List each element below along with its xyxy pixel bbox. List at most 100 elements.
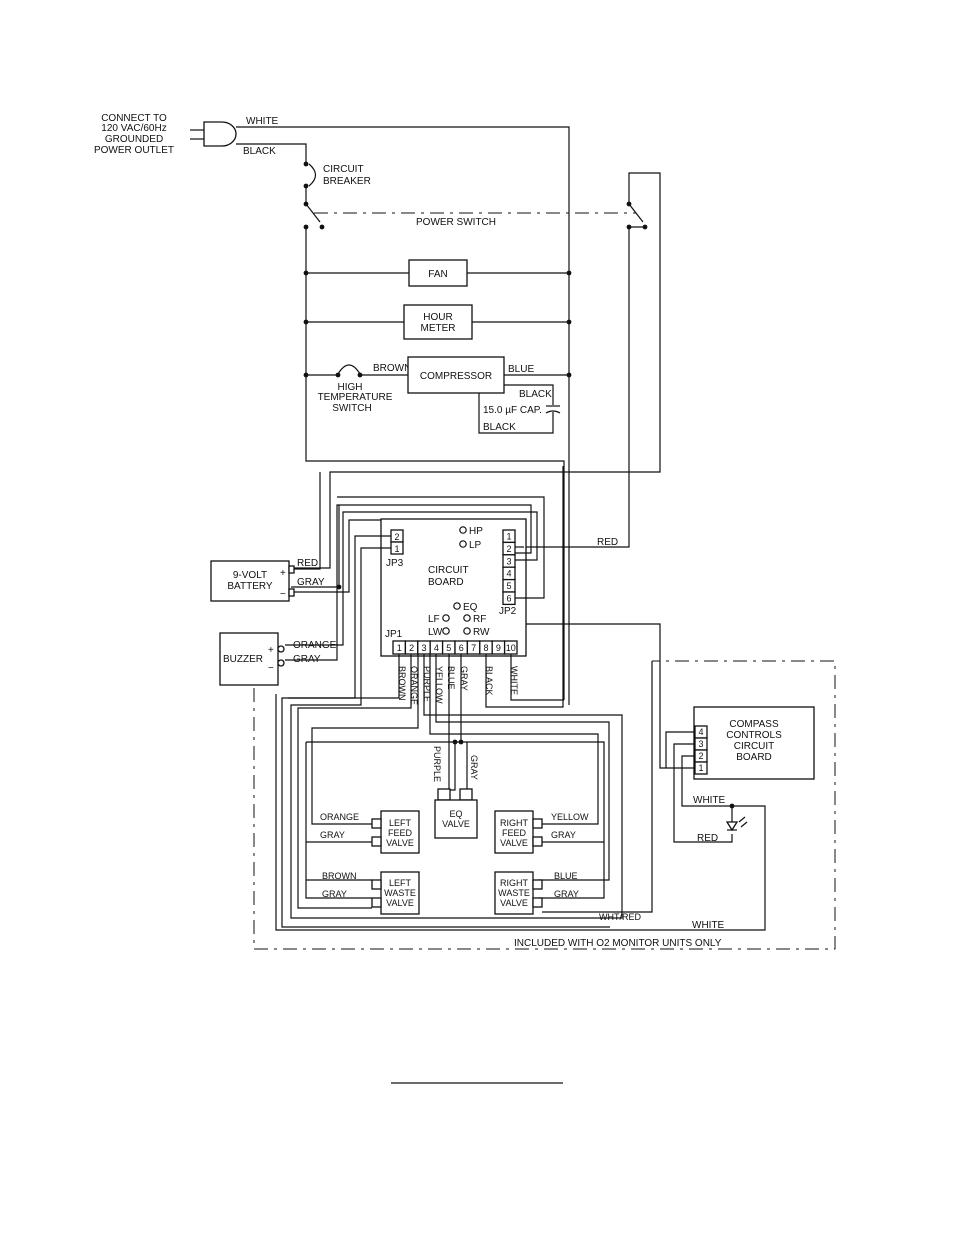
eq-gray-label: GRAY xyxy=(469,755,479,780)
right-feed-valve-label: RIGHT FEED VALVE xyxy=(500,818,529,848)
power-switch-left xyxy=(303,201,325,230)
svg-text:GRAY: GRAY xyxy=(459,666,469,691)
jp1-pin-label: 8 xyxy=(483,643,488,653)
right-waste-valve-label: RIGHT WASTE VALVE xyxy=(498,878,530,908)
high-temp-switch xyxy=(337,364,361,375)
white-main-wire xyxy=(236,126,570,705)
compass-board-label: COMPASS CONTROLS CIRCUIT BOARD xyxy=(726,719,782,763)
buzzer-orange-label: ORANGE xyxy=(293,640,337,651)
white-label: WHITE xyxy=(246,116,279,127)
jp2-pin-label: 1 xyxy=(506,532,511,542)
svg-text:2: 2 xyxy=(394,532,399,542)
svg-text:METER: METER xyxy=(421,323,456,334)
buzzer-gray-label: GRAY xyxy=(293,654,321,665)
o2-note-label: INCLUDED WITH O2 MONITOR UNITS ONLY xyxy=(514,938,722,949)
svg-text:LW: LW xyxy=(428,627,443,638)
buzzer-label: BUZZER xyxy=(223,654,263,665)
svg-text:VALVE: VALVE xyxy=(442,819,470,829)
jp1-pin-label: 10 xyxy=(506,643,516,653)
black-label: BLACK xyxy=(243,146,276,157)
svg-text:BOARD: BOARD xyxy=(428,577,464,588)
jp2-label: JP2 xyxy=(499,606,517,617)
battery-red-label: RED xyxy=(297,558,318,569)
white-bottom-label: WHITE xyxy=(692,920,725,931)
high-temp-label: HIGH TEMPERATURE SWITCH xyxy=(318,382,393,414)
buzzer-minus: − xyxy=(268,663,274,674)
jp3-wire-1 xyxy=(290,547,623,919)
jp1-pin-label: 7 xyxy=(471,643,476,653)
svg-text:RIGHT: RIGHT xyxy=(500,878,529,888)
svg-text:1: 1 xyxy=(394,544,399,554)
jp1-label: JP1 xyxy=(385,629,403,640)
power-plug-icon xyxy=(190,121,237,147)
svg-text:CIRCUIT: CIRCUIT xyxy=(734,741,775,752)
jp2-pin-label: 2 xyxy=(506,544,511,554)
capacitor-top-wire xyxy=(504,384,554,405)
svg-text:RW: RW xyxy=(473,627,490,638)
o2-option-boundary xyxy=(253,660,836,950)
svg-text:WASTE: WASTE xyxy=(498,888,530,898)
svg-text:POWER OUTLET: POWER OUTLET xyxy=(94,145,174,156)
hour-meter-box xyxy=(403,304,473,340)
jp1-pin-label: 1 xyxy=(397,643,402,653)
jp1-pin-label: 2 xyxy=(409,643,414,653)
right-waste-gray-label: GRAY xyxy=(554,889,579,899)
jp1-pin-label: 6 xyxy=(459,643,464,653)
svg-text:HP: HP xyxy=(469,526,483,537)
svg-text:CONTROLS: CONTROLS xyxy=(726,730,782,741)
compass-pins: 4 3 2 1 xyxy=(694,725,708,775)
svg-text:LF: LF xyxy=(428,614,440,625)
red-switch-label: RED xyxy=(597,537,618,548)
battery-label: 9-VOLT xyxy=(233,570,267,581)
compressor-label: COMPRESSOR xyxy=(420,371,492,382)
rw-to-compass-wire xyxy=(526,623,695,769)
hour-meter-label: HOUR xyxy=(423,312,452,323)
left-waste-valve-box xyxy=(380,871,420,915)
svg-text:120 VAC/60Hz: 120 VAC/60Hz xyxy=(101,123,166,134)
jp2-pin-label: 4 xyxy=(506,569,511,579)
svg-text:GROUNDED: GROUNDED xyxy=(105,134,163,145)
jp2-loop-wire-a xyxy=(285,504,532,661)
left-waste-gray-label: GRAY xyxy=(322,889,347,899)
brown-label: BROWN xyxy=(373,363,411,374)
circuit-board xyxy=(380,518,527,657)
compass-board-box xyxy=(693,706,815,780)
led-indicators: HP LP EQ LF RF LW RW xyxy=(428,526,490,638)
svg-text:BLUE: BLUE xyxy=(446,666,456,690)
svg-text:LEFT: LEFT xyxy=(389,878,412,888)
jp1-pin-label: 9 xyxy=(496,643,501,653)
svg-text:BATTERY: BATTERY xyxy=(227,581,273,592)
svg-text:VALVE: VALVE xyxy=(500,898,528,908)
eq-valve-label: EQ xyxy=(449,809,462,819)
jp2-pin-label: 5 xyxy=(506,581,511,591)
jp2-loop-wire-c xyxy=(285,511,538,646)
svg-text:1: 1 xyxy=(698,763,703,773)
jp3-connector: 2 1 xyxy=(390,529,404,555)
battery-plus: + xyxy=(280,568,286,579)
svg-text:BLACK: BLACK xyxy=(484,666,494,696)
svg-text:TEMPERATURE: TEMPERATURE xyxy=(318,392,393,403)
circuit-board-label: CIRCUIT xyxy=(428,565,469,576)
jp1-pin-label: 3 xyxy=(421,643,426,653)
power-switch-right xyxy=(626,201,648,230)
buzzer-box xyxy=(219,632,279,686)
svg-text:VALVE: VALVE xyxy=(386,838,414,848)
eq-purple-label: PURPLE xyxy=(432,746,442,782)
fan-box xyxy=(408,259,468,287)
eq-valve-box xyxy=(434,799,478,839)
svg-text:EQ: EQ xyxy=(463,602,478,613)
power-switch-label: POWER SWITCH xyxy=(416,217,496,228)
svg-text:LP: LP xyxy=(469,540,482,551)
jp1-pin-label: 5 xyxy=(446,643,451,653)
right-feed-gray-label: GRAY xyxy=(551,830,576,840)
svg-text:COMPASS: COMPASS xyxy=(729,719,779,730)
left-waste-valve-label: LEFT WASTE VALVE xyxy=(384,878,416,908)
jp1-wire-labels: BROWN ORANGE PURPLE YELLOW BLUE GRAY BLA… xyxy=(397,666,519,705)
compass-red-label: RED xyxy=(697,833,718,844)
svg-text:LEFT: LEFT xyxy=(389,818,412,828)
svg-text:RF: RF xyxy=(473,614,486,625)
svg-text:CONNECT TO: CONNECT TO xyxy=(101,113,167,124)
svg-text:4: 4 xyxy=(698,727,703,737)
